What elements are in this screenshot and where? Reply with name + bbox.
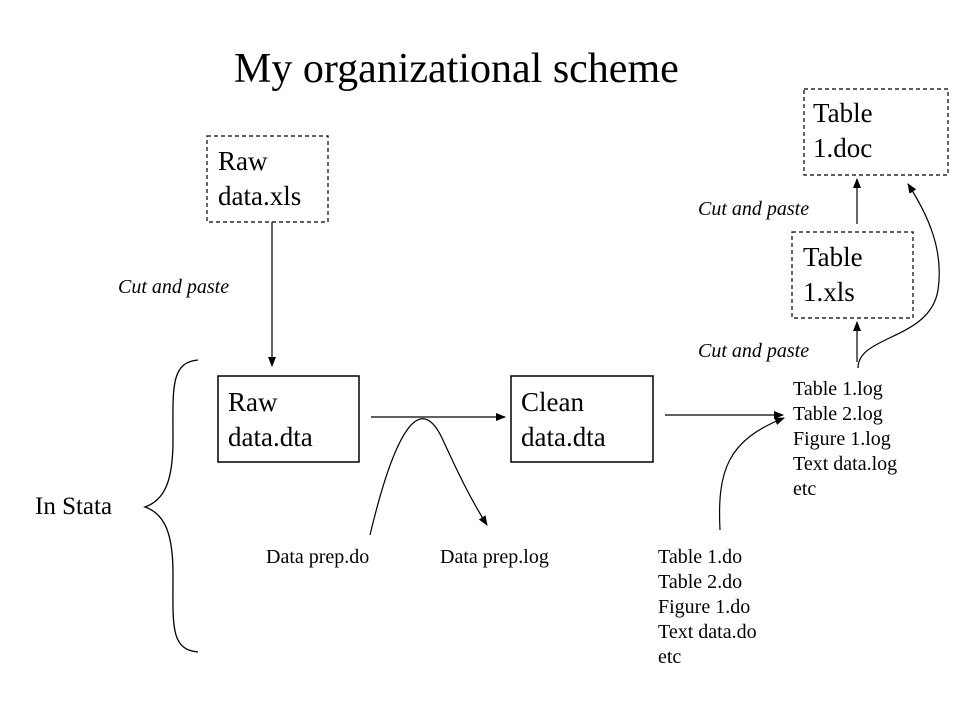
table-doc-box (803, 88, 949, 176)
data-prep-do-label: Data prep.do (266, 546, 370, 568)
cut-paste-label-doc: Cut and paste (698, 198, 810, 220)
raw-dta-box (217, 375, 360, 463)
raw-xls-box (206, 135, 329, 223)
cut-paste-label-raw: Cut and paste (118, 276, 230, 298)
in-stata-label: In Stata (35, 493, 113, 520)
page-title: My organizational scheme (234, 46, 679, 92)
do-files-list: Table 1.do Table 2.do Figure 1.do Text d… (658, 546, 757, 668)
log-files-list: Table 1.log Table 2.log Figure 1.log Tex… (793, 378, 898, 500)
data-prep-log-label: Data prep.log (440, 546, 549, 568)
arrow-data-prep-do-to-log (369, 418, 488, 536)
cut-paste-label-xls: Cut and paste (698, 340, 810, 362)
raw-xls-label: Raw data.xls (218, 146, 302, 212)
table-doc-label: Table 1.doc (813, 98, 873, 164)
in-stata-brace (143, 359, 199, 653)
clean-dta-box (510, 375, 654, 463)
raw-dta-label: Raw data.dta (228, 387, 313, 453)
table-xls-label: Table 1.xls (803, 242, 863, 308)
arrow-do-files-to-logs (718, 417, 785, 531)
clean-dta-label: Clean data.dta (521, 387, 606, 453)
table-xls-box (791, 231, 914, 319)
arrow-logs-to-table-doc (857, 183, 940, 369)
